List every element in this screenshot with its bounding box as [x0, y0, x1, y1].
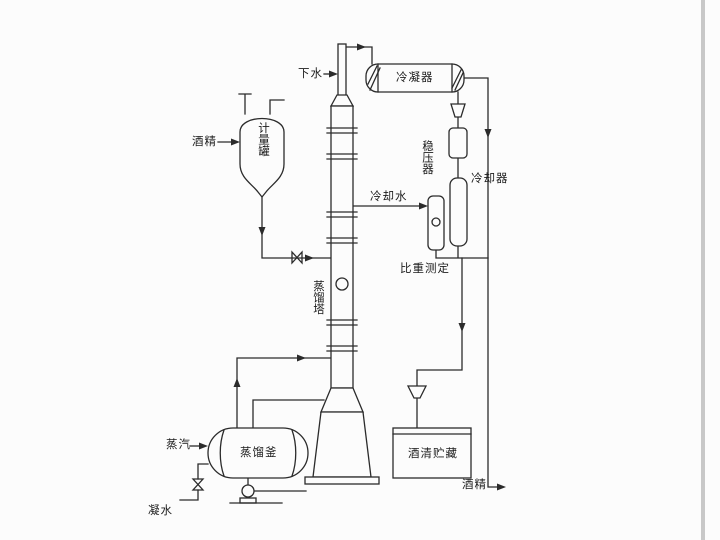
valves: [191, 250, 303, 491]
label-distillation-kettle: 蒸馏釜: [238, 445, 280, 459]
densimeter-shape: [427, 195, 445, 251]
label-drain-water: 下水: [298, 66, 323, 80]
label-alcohol-storage: 酒清贮藏: [406, 446, 460, 460]
label-distillation-column: 蒸馏塔: [312, 280, 326, 315]
label-specific-gravity: 比重测定: [400, 261, 450, 275]
drain-separator-shape: [450, 103, 466, 118]
pressure-stabilizer-shape: [448, 127, 468, 159]
distillation-column-shape: [304, 43, 380, 485]
label-alcohol-feed: 酒精: [192, 134, 217, 148]
label-condensate-water: 凝水: [148, 503, 173, 517]
label-cooling-water: 冷却水: [370, 189, 408, 203]
cooler-shape: [449, 177, 468, 247]
scan-edge-artifact: [701, 0, 705, 540]
label-pressure-stabilizer: 稳压器: [421, 140, 435, 175]
label-measuring-tank: 计量罐: [255, 122, 273, 157]
pump-shape: [229, 484, 283, 504]
label-alcohol-product: 酒精: [462, 477, 487, 491]
label-steam: 蒸汽: [166, 437, 191, 451]
flow-arrows: [199, 43, 506, 491]
collecting-funnel-shape: [406, 385, 428, 399]
label-cooler: 冷却器: [471, 171, 509, 185]
label-condenser: 冷凝器: [394, 70, 436, 84]
measuring-tank-shape: [239, 118, 285, 199]
